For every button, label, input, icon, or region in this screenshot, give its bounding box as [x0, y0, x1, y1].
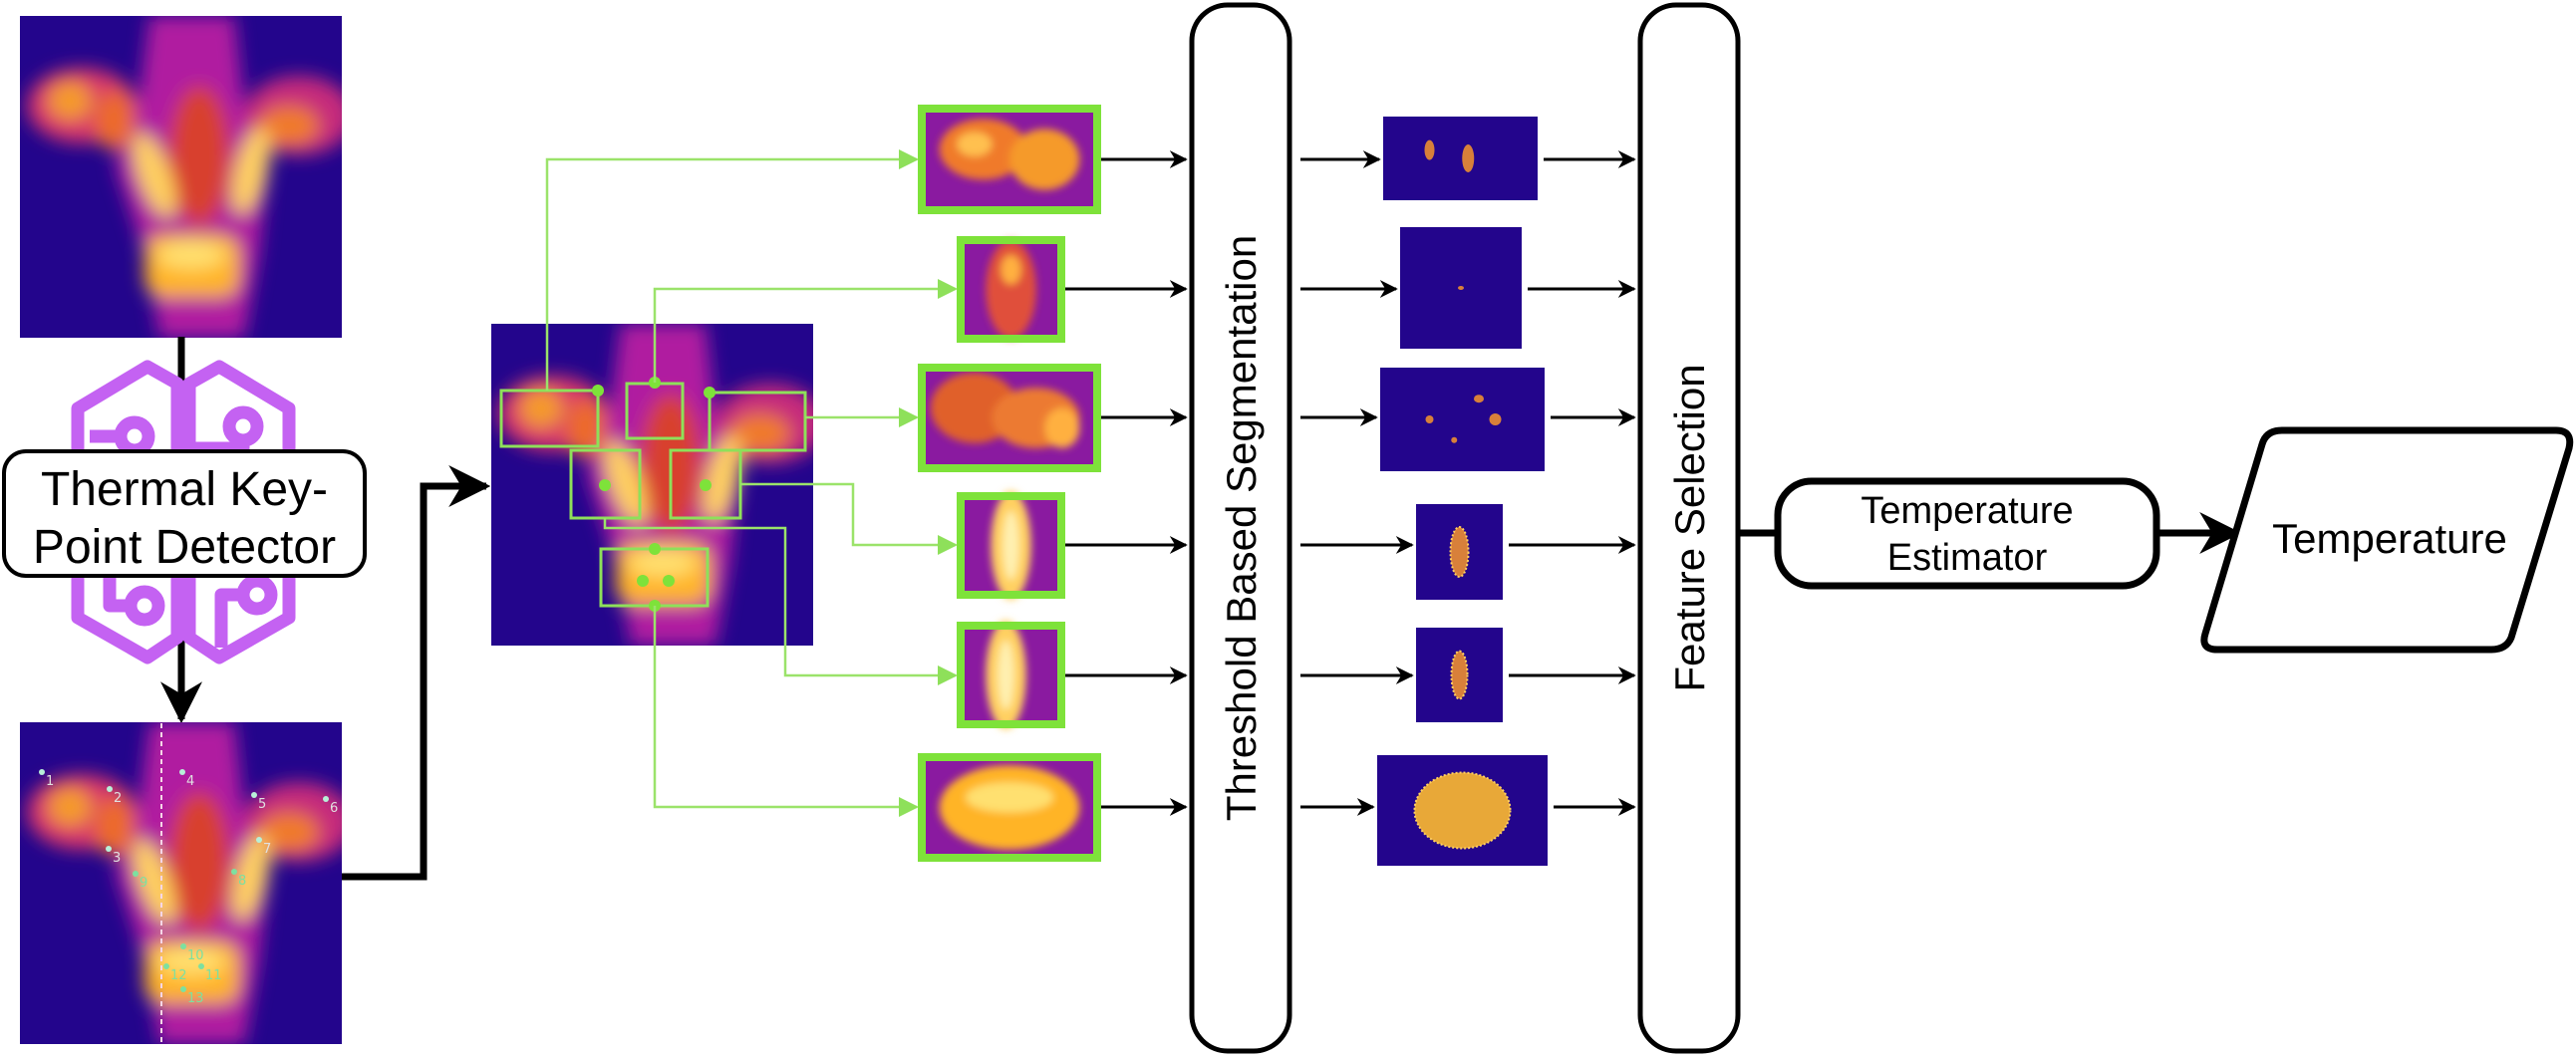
roi-crop-border — [918, 753, 1101, 862]
keypoint-label: 11 — [205, 968, 222, 983]
segmented-region-image — [1377, 755, 1548, 866]
keypoint-dot — [39, 769, 45, 775]
keypoint-label: 12 — [170, 968, 187, 983]
temperature-estimator-block: Temperature Estimator — [1774, 477, 2160, 590]
roi-box-left-ear — [499, 389, 600, 448]
feature-selection-label: Feature Selection — [1666, 364, 1713, 691]
keypoint-label: 3 — [113, 851, 121, 866]
segmented-region-image — [1383, 117, 1538, 200]
keypoint-label: 10 — [187, 948, 204, 963]
keypoint-label: 5 — [258, 797, 266, 812]
keypoint-label: 13 — [187, 991, 204, 1006]
estimator-label-line1: Temperature — [1860, 490, 2073, 532]
roi-crop-border — [957, 236, 1065, 343]
keypoint-label: 2 — [114, 791, 122, 806]
threshold-segmentation-block: Threshold Based Segmentation — [1189, 2, 1292, 1054]
roi-crop-image — [918, 364, 1101, 472]
segmented-region-image — [1400, 227, 1522, 349]
keypoint-label: 6 — [330, 801, 338, 816]
roi-connectors — [545, 149, 958, 817]
detector-label-line2: Point Detector — [33, 521, 336, 574]
keypoint-label: 1 — [46, 774, 54, 789]
brain-circuit-icon — [71, 360, 296, 664]
segmented-region-image — [1416, 504, 1503, 600]
keypoint-dot — [251, 792, 257, 798]
temperature-output: Temperature — [2200, 426, 2574, 654]
roi-box-right-ear — [708, 391, 807, 452]
roi-crop-border — [957, 622, 1065, 728]
feature-selection-block: Feature Selection — [1637, 2, 1741, 1054]
keypoint-label: 8 — [238, 874, 246, 889]
roi-crop-image — [918, 105, 1101, 214]
keypoint-dot — [198, 963, 204, 969]
roi-crop-border — [957, 492, 1065, 599]
keypoint-dot — [323, 796, 329, 802]
keypoint-dot — [179, 769, 185, 775]
roi-crop-border — [918, 105, 1101, 214]
roi-crop-image — [957, 236, 1065, 343]
keypoint-label: 4 — [186, 774, 194, 789]
estimator-label-line2: Estimator — [1887, 537, 2048, 579]
roi-crop-image — [918, 753, 1101, 862]
keypoint-dot — [163, 963, 169, 969]
keypoint-dot — [107, 786, 113, 792]
roi-crop-image — [957, 491, 1065, 600]
keypoint-dot — [231, 869, 237, 875]
arrow-keypoints-to-roi — [342, 465, 491, 881]
detector-label-line1: Thermal Key- — [41, 463, 328, 516]
segmented-region-image — [1416, 628, 1503, 722]
roi-crop-image — [957, 621, 1065, 729]
roi-crop-border — [918, 364, 1101, 472]
keypoint-label: 9 — [140, 876, 147, 891]
keypoint-dot — [106, 846, 112, 852]
keypoint-label: 7 — [263, 842, 271, 857]
segmented-region-image — [1380, 368, 1545, 471]
keypoint-dot — [180, 986, 186, 992]
thermal-input-image — [20, 16, 354, 338]
keypoint-detector-box: Thermal Key- Point Detector — [2, 449, 367, 578]
temperature-output-label: Temperature — [2272, 515, 2507, 562]
keypoint-dot — [256, 837, 262, 843]
threshold-segmentation-label: Threshold Based Segmentation — [1218, 235, 1265, 821]
keypoint-dot — [180, 943, 186, 949]
keypoint-dot — [133, 871, 139, 877]
